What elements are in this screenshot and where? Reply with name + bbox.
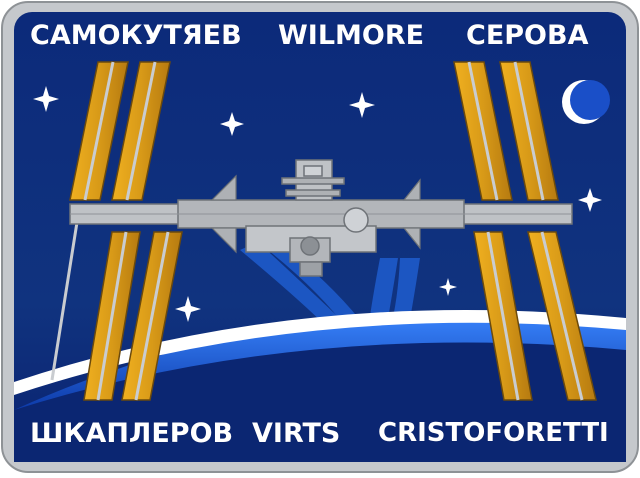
star-icon [175, 296, 201, 322]
crew-name-top-left: САМОКУТЯЕВ [30, 20, 242, 51]
crew-name-bottom-center: VIRTS [252, 418, 341, 449]
crew-name-bottom-left: ШКАПЛЕРОВ [30, 418, 234, 449]
crew-name-top-right: СЕРОВА [466, 20, 589, 51]
crew-name-bottom-right: CRISTOFORETTI [378, 418, 609, 448]
radiators [210, 174, 421, 254]
star-icon [439, 278, 457, 296]
star-icon [349, 92, 375, 118]
moon-icon [562, 80, 610, 124]
right-array-masts [467, 61, 584, 401]
star-icon [220, 112, 244, 136]
iss-truss [69, 199, 573, 229]
star-icon [578, 188, 602, 212]
iss-modules [245, 159, 377, 277]
left-array-masts [50, 61, 170, 401]
crew-name-top-center: WILMORE [278, 20, 425, 51]
star-icon [33, 86, 59, 112]
earth-shadow [14, 342, 626, 462]
stars [33, 86, 602, 322]
